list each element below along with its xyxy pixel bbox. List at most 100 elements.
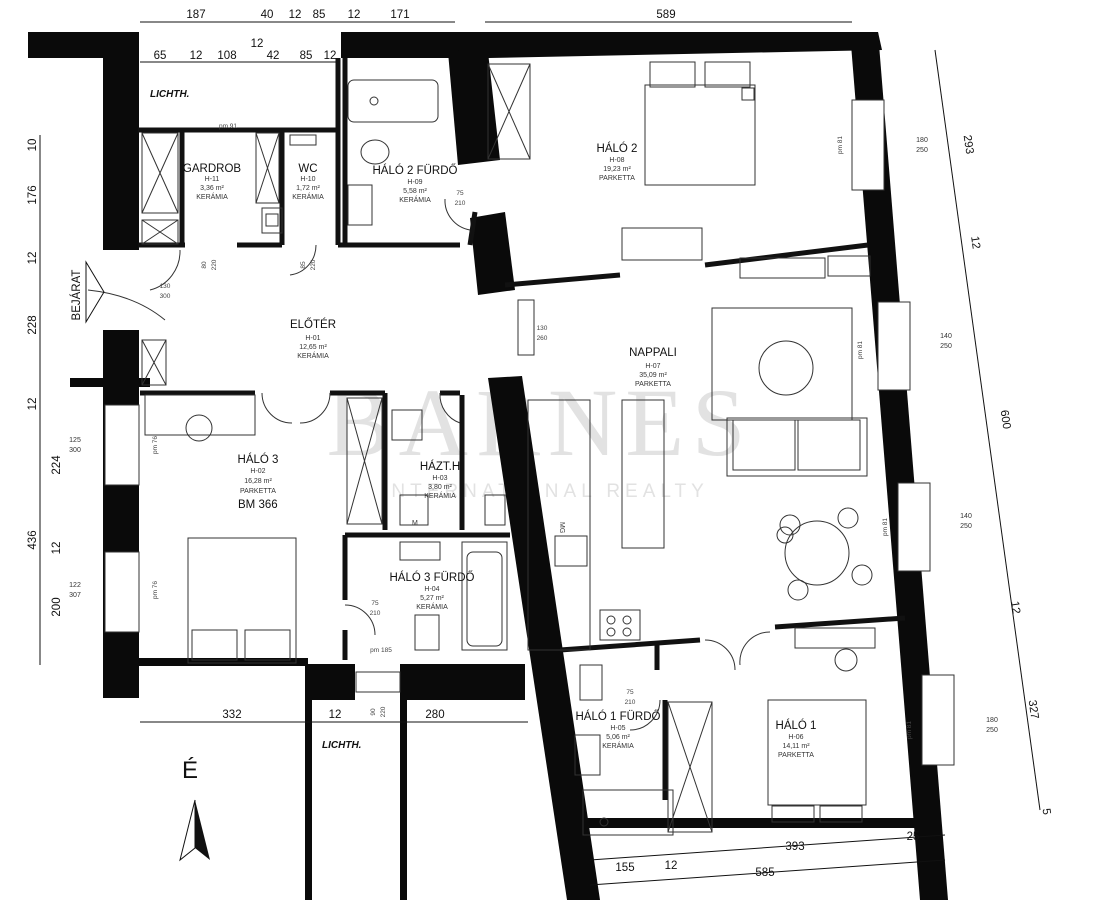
watermark-main: BARNES xyxy=(327,369,754,476)
room-nappali: NAPPALI H-07 35,09 m² PARKETTA xyxy=(629,347,677,388)
door-size: 75 xyxy=(456,190,464,197)
room-wc: WC H-10 1,72 m² KERÁMIA xyxy=(292,163,324,201)
wall-segment xyxy=(400,664,525,700)
dims-top: 187 40 12 85 12 171 589 65 12 108 12 42 … xyxy=(154,9,676,62)
window-size: 307 xyxy=(69,592,81,599)
room-halo2-bath: HÁLÓ 2 FÜRDŐ H-09 5,58 m² KERÁMIA xyxy=(373,163,458,204)
window-size: 250 xyxy=(960,523,972,530)
dim-top: 12 xyxy=(348,9,361,21)
dims-left: 10 176 12 228 12 224 436 12 200 xyxy=(27,139,63,617)
door-size: 210 xyxy=(370,610,381,617)
door-size: 75 xyxy=(371,600,379,607)
door-size: 80 xyxy=(201,261,208,269)
wall-segment xyxy=(70,378,150,387)
window-size: 122 xyxy=(69,582,81,589)
room-code: H-05 xyxy=(610,725,625,732)
room-eloter: ELŐTÉR H-01 12,65 m² KERÁMIA xyxy=(290,317,336,360)
room-halo1: HÁLÓ 1 H-06 14,11 m² PARKETTA xyxy=(776,719,817,759)
window-size: 250 xyxy=(940,343,952,350)
north-label: É xyxy=(182,757,198,784)
room-name: NAPPALI xyxy=(629,347,677,359)
room-floor: PARKETTA xyxy=(635,381,671,388)
room-area: 19,23 m² xyxy=(603,166,631,173)
dim-top: 12 xyxy=(289,9,302,21)
dim-top: 85 xyxy=(313,9,326,21)
room-area: 16,28 m² xyxy=(244,478,272,485)
dims-right: 293 12 600 12 327 5 xyxy=(961,134,1053,815)
room-area: 1,72 m² xyxy=(296,185,320,192)
lichth-label-top: LICHTH. xyxy=(150,89,189,100)
dim-top2: 42 xyxy=(267,50,280,62)
wall-segment xyxy=(580,818,940,828)
room-floor: KERÁMIA xyxy=(196,192,228,201)
m-label: M xyxy=(412,520,418,527)
entrance-arrow-icon xyxy=(85,260,105,324)
dim-right: 327 xyxy=(1026,699,1041,720)
door-size: 90 xyxy=(370,708,377,716)
room-floor: KERÁMIA xyxy=(292,192,324,201)
dim-bottom: 155 xyxy=(615,862,634,874)
dim-top2: 65 xyxy=(154,50,167,62)
room-code: H-08 xyxy=(609,157,624,164)
room-name: GARDROB xyxy=(183,163,241,175)
dim-right: 293 xyxy=(961,134,976,155)
room-name: ELŐTÉR xyxy=(290,317,336,331)
door-size: 210 xyxy=(455,200,466,207)
room-name: HÁLÓ 3 FÜRDŐ xyxy=(390,570,475,584)
room-code: H-10 xyxy=(300,176,315,183)
wall-segment xyxy=(455,32,882,58)
dim-bottom: 332 xyxy=(222,709,241,721)
dim-bottom: 280 xyxy=(425,709,444,721)
dims-bottom: 332 12 280 155 12 585 393 25 xyxy=(222,709,919,879)
dim-left: 228 xyxy=(27,315,39,334)
wall-segment xyxy=(488,376,600,900)
dim-left: 10 xyxy=(27,139,39,152)
dim-top: 171 xyxy=(390,9,409,21)
room-floor: PARKETTA xyxy=(240,488,276,495)
room-name: HÁZT.H xyxy=(420,460,460,473)
dim-top-right: 589 xyxy=(656,9,675,21)
door-size: 220 xyxy=(211,259,218,270)
window-size: 250 xyxy=(986,727,998,734)
dim-top2: 108 xyxy=(217,50,236,62)
room-area: 5,27 m² xyxy=(420,595,444,602)
room-code: H-06 xyxy=(788,734,803,741)
parapet-height: pm 81 xyxy=(906,721,913,739)
window-size: 180 xyxy=(986,717,998,724)
window-size: 125 xyxy=(69,437,81,444)
dim-left: 224 xyxy=(51,455,63,475)
parapet-height: pm 91 xyxy=(219,123,237,130)
bm-label: BM 366 xyxy=(238,499,278,511)
dim-right: 600 xyxy=(998,409,1013,430)
window-size: 140 xyxy=(960,513,972,520)
window-size: 140 xyxy=(940,333,952,340)
fixtures xyxy=(87,61,955,836)
wall-segment xyxy=(400,664,407,900)
dim-left: 176 xyxy=(27,185,39,204)
dim-left: 12 xyxy=(51,542,63,555)
dim-top2: 12 xyxy=(324,50,337,62)
dim-right: 12 xyxy=(968,235,982,249)
parapet-height: pm 76 xyxy=(152,581,159,599)
parapet-height: pm 81 xyxy=(882,518,889,536)
room-name: HÁLÓ 2 xyxy=(597,142,638,155)
dim-top2: 12 xyxy=(190,50,203,62)
door-labels: 130 300 130 260 75 210 75 210 75 210 80 … xyxy=(160,190,636,717)
window-labels: 180 250 140 250 140 250 180 250 125 300 … xyxy=(69,137,998,734)
room-area: 12,65 m² xyxy=(299,344,327,351)
door-size: 220 xyxy=(310,259,317,270)
dim-bottom: 25 xyxy=(907,831,920,843)
wall-segment xyxy=(305,664,355,700)
parapet-height: pm 76 xyxy=(152,436,159,454)
door-size: 85 xyxy=(300,261,307,269)
north-arrow-icon xyxy=(179,799,210,862)
room-halo1-bath: HÁLÓ 1 FÜRDŐ H-05 5,06 m² KERÁMIA xyxy=(576,709,661,750)
room-area: 3,80 m² xyxy=(428,484,452,491)
door-size: 130 xyxy=(537,325,548,332)
lichth-label-bottom: LICHTH. xyxy=(322,740,361,751)
watermark: BARNES INTERNATIONAL REALTY xyxy=(327,369,754,502)
room-area: 35,09 m² xyxy=(639,372,667,379)
dim-bottom: 12 xyxy=(329,709,342,721)
door-size: 210 xyxy=(625,699,636,706)
